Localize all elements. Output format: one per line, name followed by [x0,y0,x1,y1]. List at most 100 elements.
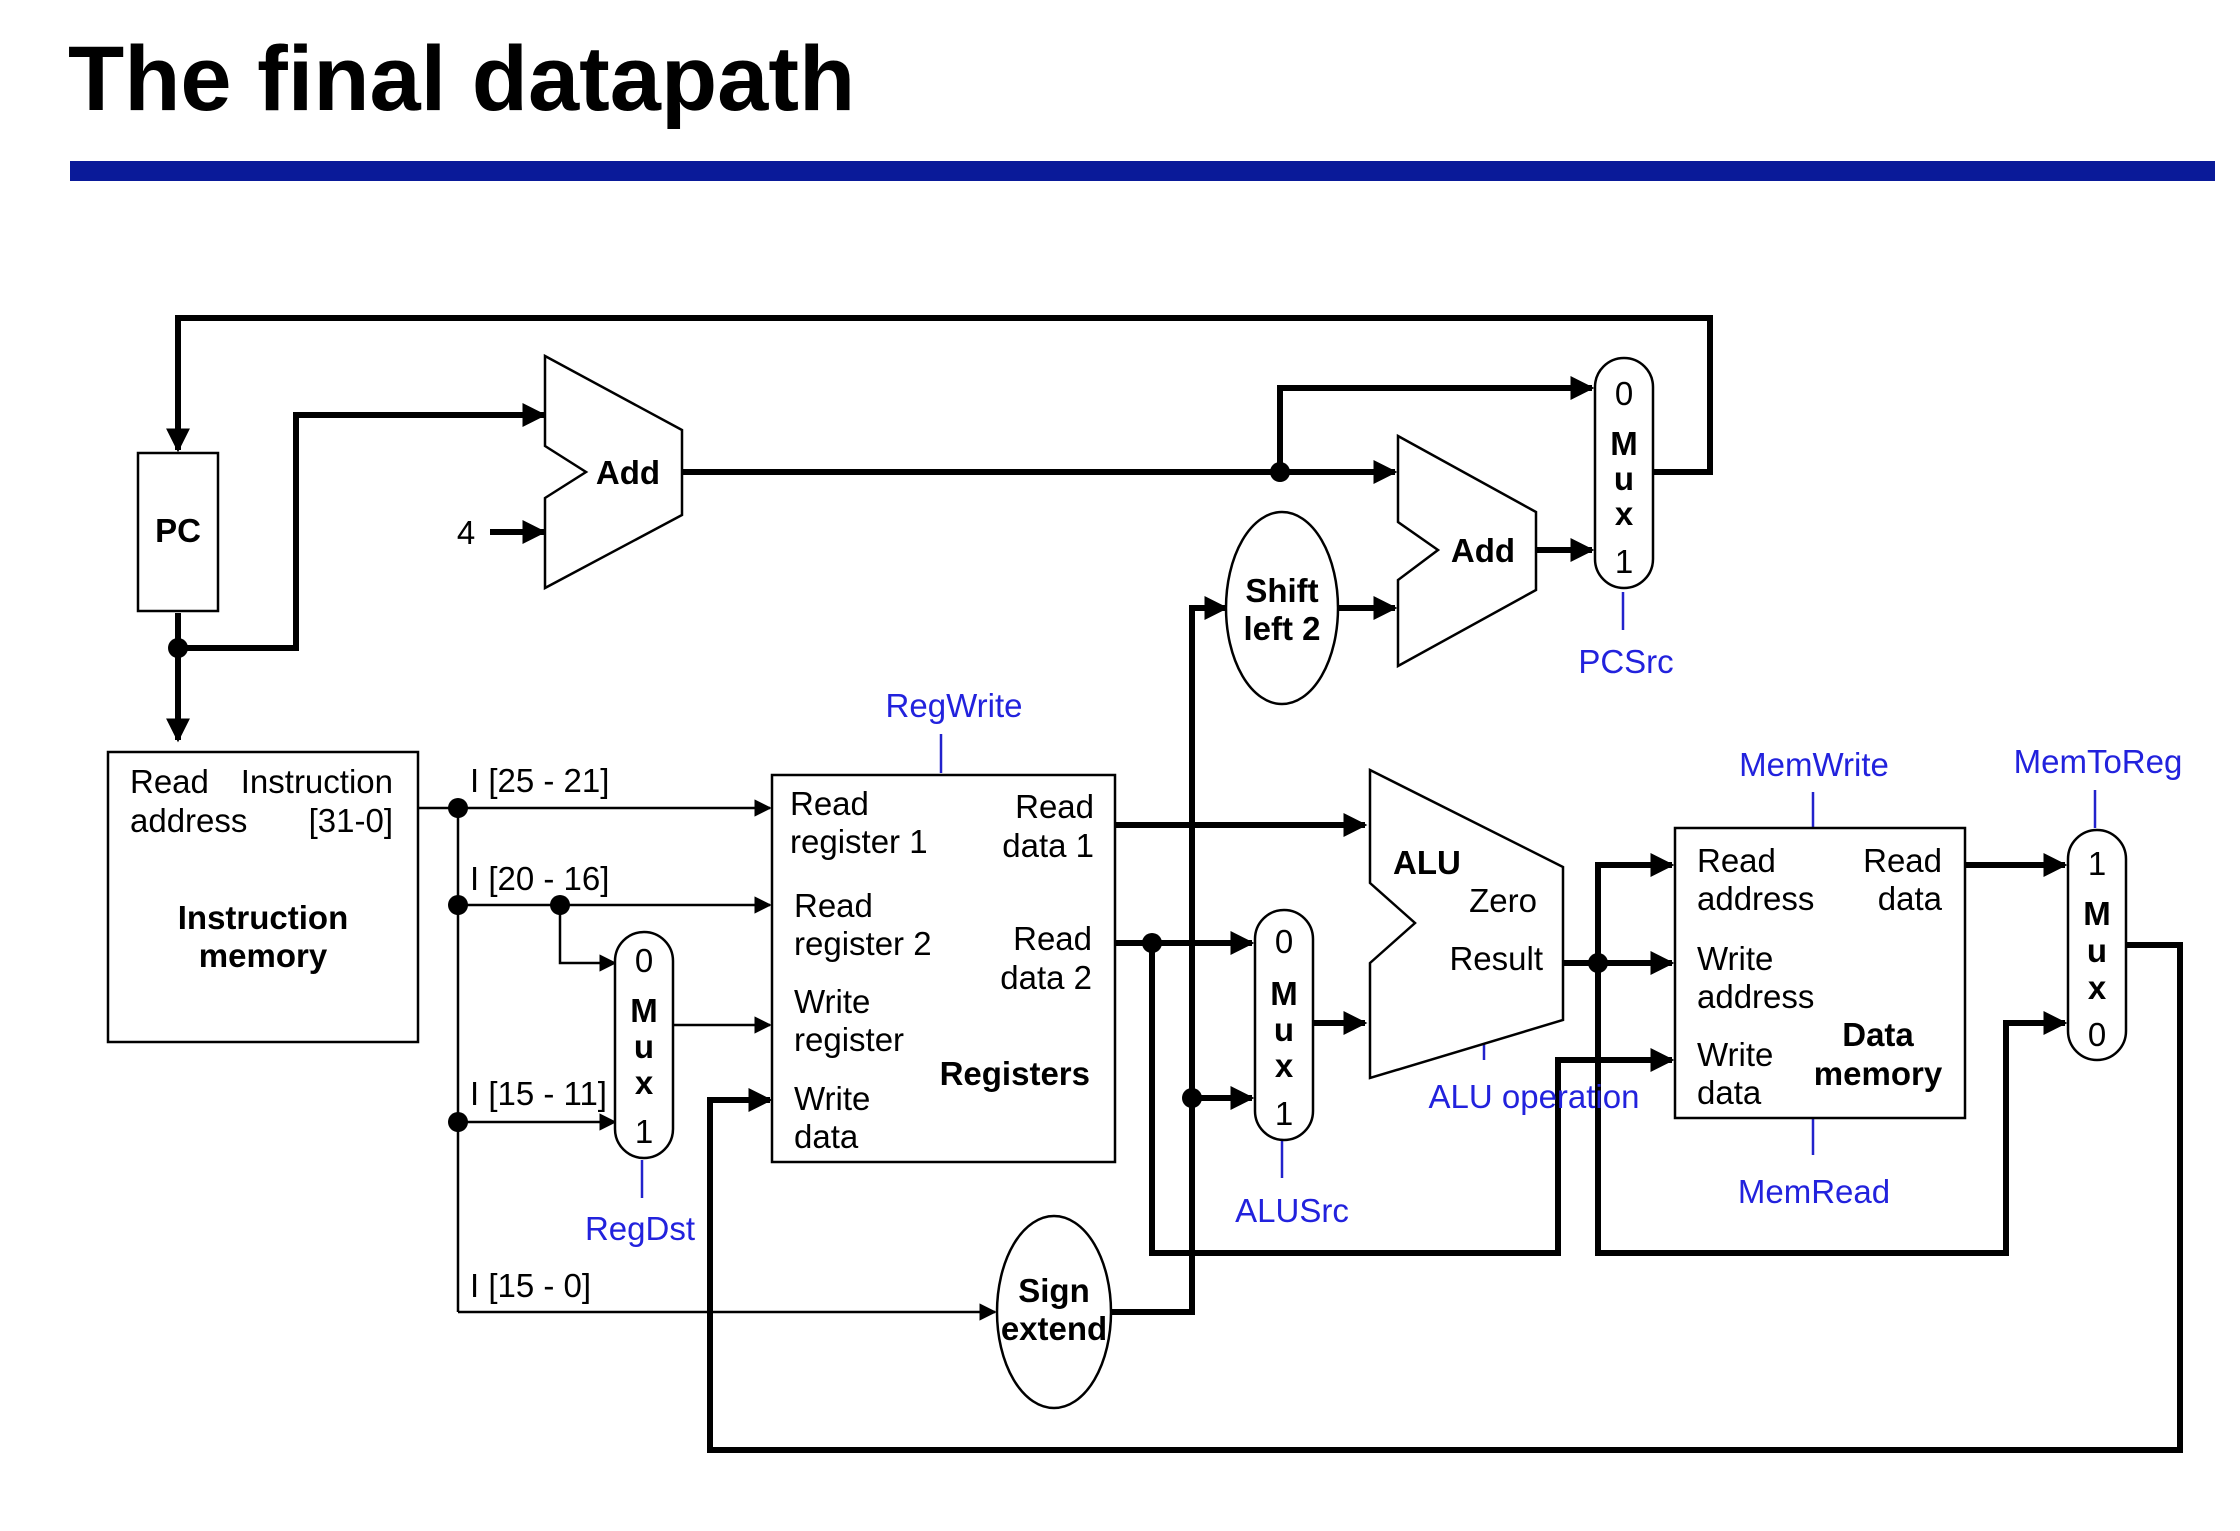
pc-adder-label: Add [596,454,660,491]
alusrc-mux-input-0: 0 [1275,923,1293,960]
regdst-mux-letter: u [634,1028,654,1065]
wire-f2-to-regdst [558,905,617,972]
wires-thin [418,799,997,1321]
regdst-mux-letter: x [635,1064,654,1101]
memtoreg-mux-letter: u [2087,932,2107,969]
regdst-mux: 0 M u x 1 [613,930,675,1160]
wire-alu-to-memtoreg [1595,963,2068,1256]
alu-label: ALU [1393,844,1461,881]
dmem-waddr-label: address [1697,978,1814,1015]
wire-pc-to-add [178,403,547,651]
regs-name: Registers [940,1055,1090,1092]
dmem-raddr-label: address [1697,880,1814,917]
control-aluop: ALU operation [1429,1078,1640,1115]
alusrc-mux-letter: M [1270,975,1298,1012]
alusrc-mux: 0 M u x 1 [1253,908,1315,1142]
shift-left-2: Shift left 2 [1224,510,1340,706]
pc-mux-input-0: 0 [1615,375,1633,412]
imem-read-label: Read [130,763,209,800]
wire-instr-bus [418,806,460,1312]
regs-rd1-label: data 1 [1002,827,1094,864]
regdst-mux-letter: M [630,992,658,1029]
regdst-mux-input-1: 1 [635,1113,653,1150]
dmem-wdata-label: data [1697,1074,1762,1111]
field-label-15-0: I [15 - 0] [470,1267,591,1304]
title-rule [70,161,2215,181]
regs-wreg-label: register [794,1021,904,1058]
sign-extend: Sign extend [995,1214,1113,1410]
control-alusrc: ALUSrc [1235,1192,1349,1229]
field-label-25-21: I [25 - 21] [470,762,609,799]
dmem-raddr-label: Read [1697,842,1776,879]
control-memread: MemRead [1738,1173,1890,1210]
shift-label-1: Shift [1245,572,1318,609]
memtoreg-mux-letter: M [2083,895,2111,932]
pc-mux-input-1: 1 [1615,543,1633,580]
memtoreg-mux: 1 M u x 0 [2066,828,2128,1062]
pc-mux-letter: u [1614,460,1634,497]
pc-mux-letter: M [1610,425,1638,462]
control-memwrite: MemWrite [1739,746,1889,783]
sign-extend-label-1: Sign [1018,1272,1090,1309]
alu-result-label: Result [1449,940,1543,977]
regs-rd2-label: Read [1013,920,1092,957]
branch-adder-label: Add [1451,532,1515,569]
pc-mux-letter: x [1615,495,1634,532]
regs-rd1-label: Read [1015,788,1094,825]
dmem-wdata-label: Write [1697,1036,1773,1073]
regs-rr1-label: Read [790,785,869,822]
wires-thick [166,315,2183,1453]
imem-name-2: memory [199,937,328,974]
imem-name-1: Instruction [178,899,349,936]
control-memtoreg: MemToReg [2014,743,2183,780]
wire-add1-to-pcmux [1277,376,1595,472]
dmem-waddr-label: Write [1697,940,1773,977]
regdst-mux-input-0: 0 [635,942,653,979]
wire-signext-to-shift [1112,596,1229,1315]
register-file: Read register 1 Read register 2 Write re… [770,773,1117,1164]
sign-extend-label-2: extend [1001,1310,1107,1347]
field-label-20-16: I [20 - 16] [470,860,609,897]
regs-rr2-label: register 2 [794,925,932,962]
regs-wdata-label: data [794,1118,859,1155]
dmem-rdata-label: data [1878,880,1943,917]
pc-label: PC [155,512,201,549]
imem-bits-label: [31-0] [309,802,393,839]
dmem-name-2: memory [1814,1055,1943,1092]
imem-address-label: address [130,802,247,839]
data-memory: Read address Read data Write address Wri… [1673,826,1967,1120]
alu-zero-label: Zero [1469,882,1537,919]
dmem-rdata-label: Read [1863,842,1942,879]
regs-wreg-label: Write [794,983,870,1020]
wire-memtoreg-to-wdata [707,942,2183,1453]
slide-title: The final datapath [68,28,855,130]
branch-adder: Add [1396,433,1538,669]
alusrc-mux-input-1: 1 [1275,1095,1293,1132]
dmem-name-1: Data [1842,1016,1914,1053]
imem-instruction-label: Instruction [241,763,393,800]
memtoreg-mux-letter: x [2088,969,2107,1006]
pc-register: PC [136,451,220,613]
alu: ALU Zero Result [1368,767,1565,1080]
alusrc-mux-letter: x [1275,1047,1294,1084]
wire-alu-to-raddr [1595,853,1675,963]
pc-adder: Add [543,353,684,591]
memtoreg-mux-input-1: 1 [2088,845,2106,882]
regs-rd2-label: data 2 [1000,959,1092,996]
control-regwrite: RegWrite [886,687,1023,724]
alusrc-mux-letter: u [1274,1011,1294,1048]
control-pcsrc: PCSrc [1578,643,1673,680]
regs-rr1-label: register 1 [790,823,928,860]
wire-pcmux-to-pc [166,315,1713,475]
shift-label-2: left 2 [1243,610,1320,647]
control-regdst: RegDst [585,1210,695,1247]
constant-four: 4 [457,514,475,551]
field-label-15-11: I [15 - 11] [470,1075,607,1112]
regs-wdata-label: Write [794,1080,870,1117]
junctions [168,462,1608,1132]
regs-rr2-label: Read [794,887,873,924]
instruction-memory: Read address Instruction [31-0] Instruct… [106,750,420,1044]
pc-mux: 0 M u x 1 [1593,356,1655,590]
